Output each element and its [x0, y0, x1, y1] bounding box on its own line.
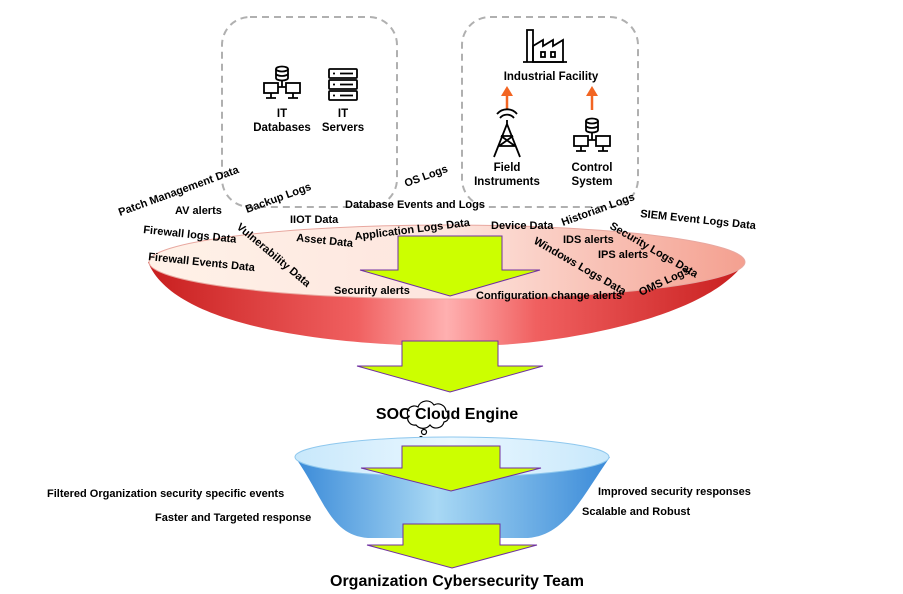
outcome-filtered-events: Filtered Organization security specific … — [47, 488, 284, 500]
log-label-security-alerts: Security alerts — [334, 285, 410, 297]
industrial-facility-label: Industrial Facility — [504, 71, 599, 83]
control-system-icon — [573, 117, 611, 152]
it-databases-label-1: IT — [277, 108, 287, 120]
flow-arrow — [356, 340, 544, 393]
arrow-up-icon — [586, 86, 598, 110]
it-databases-label-2: Databases — [253, 122, 311, 134]
outcome-improved-responses: Improved security responses — [598, 486, 751, 498]
log-label-device-data: Device Data — [491, 220, 554, 232]
cybersecurity-team-label: Organization Cybersecurity Team — [330, 573, 584, 590]
log-label-siem-event-logs: SIEM Event Logs Data — [640, 208, 758, 232]
outcome-scalable-robust: Scalable and Robust — [582, 506, 691, 518]
log-label-historian-logs: Historian Logs — [560, 191, 636, 229]
log-label-database-events: Database Events and Logs — [345, 199, 485, 211]
control-system-label-2: System — [572, 176, 613, 188]
flow-arrow — [366, 523, 538, 569]
ot-sources-box — [461, 16, 639, 208]
control-system-label-1: Control — [572, 162, 613, 174]
it-sources-box — [221, 16, 398, 208]
arrow-up-icon — [501, 86, 513, 110]
log-label-configuration-change: Configuration change alerts — [476, 290, 622, 302]
log-label-iiot-data: IIOT Data — [290, 214, 339, 226]
log-label-backup-logs: Backup Logs — [244, 181, 313, 216]
soc-cloud-engine-label: SOC Cloud Engine — [376, 406, 518, 423]
it-databases-icon — [263, 65, 301, 99]
field-instruments-label-2: Instruments — [474, 176, 540, 188]
it-servers-label-1: IT — [338, 108, 348, 120]
it-servers-icon — [328, 68, 358, 101]
log-label-ips-alerts: IPS alerts — [598, 249, 648, 261]
flow-arrow — [360, 445, 542, 492]
flow-arrow — [359, 235, 541, 297]
field-instruments-icon — [493, 108, 521, 158]
log-label-ids-alerts: IDS alerts — [563, 234, 614, 246]
log-label-os-logs: OS Logs — [403, 163, 450, 190]
field-instruments-label-1: Field — [494, 162, 521, 174]
outcome-faster-response: Faster and Targeted response — [155, 512, 311, 524]
factory-icon — [523, 29, 567, 63]
it-servers-label-2: Servers — [322, 122, 364, 134]
log-label-av-alerts: AV alerts — [175, 205, 222, 217]
